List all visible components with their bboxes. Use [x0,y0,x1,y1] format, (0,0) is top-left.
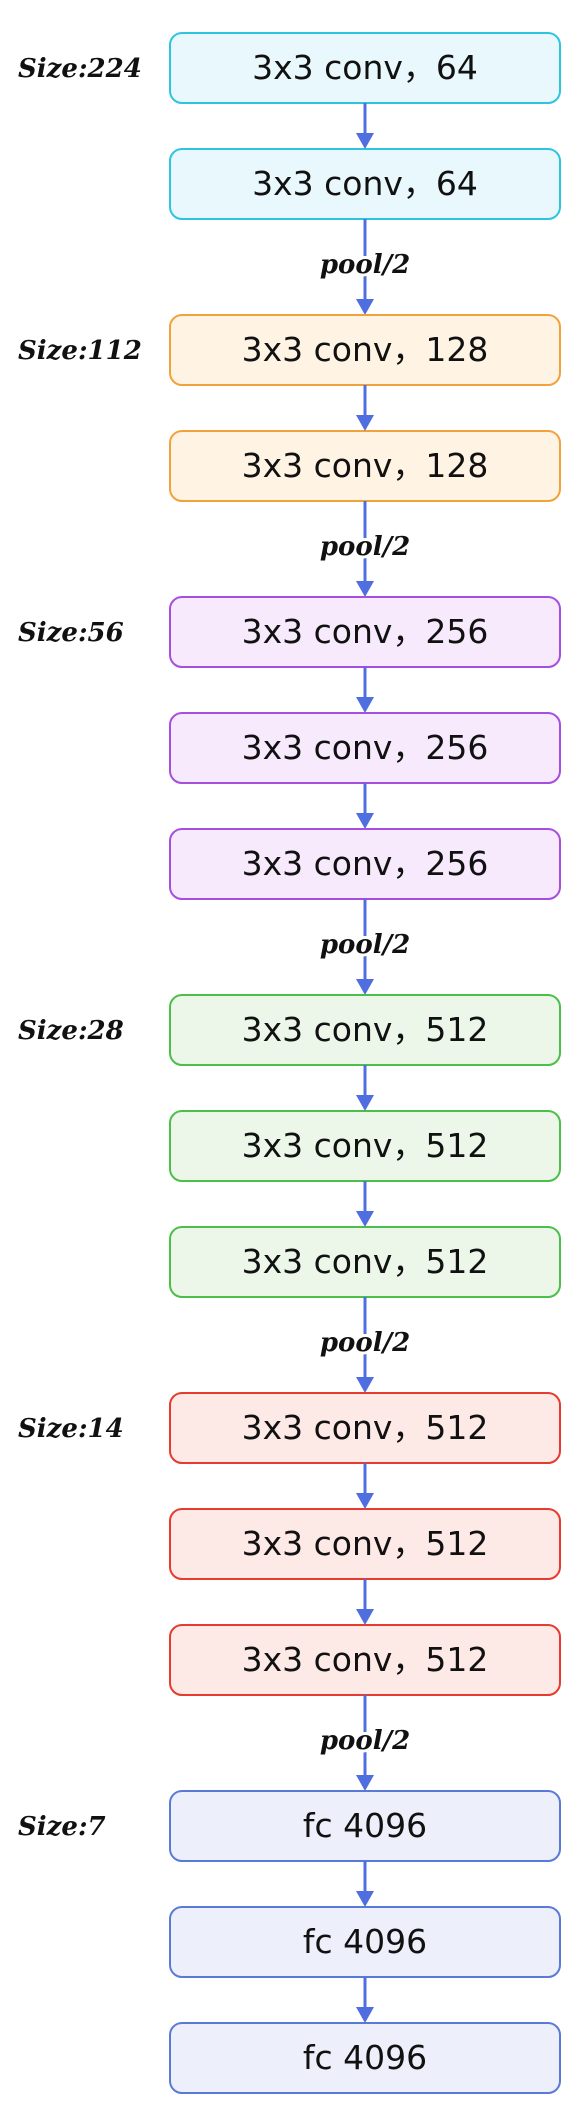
pool-label: pool/2 [320,930,410,960]
layer-label: 3x3 conv，64 [252,48,478,87]
size-label: Size:112 [18,336,142,366]
pool-arrow [356,1297,374,1393]
layer-label: 3x3 conv，512 [242,1408,489,1447]
layer-label: 3x3 conv，512 [242,1524,489,1563]
down-arrow [356,667,374,713]
pool-arrow [356,1695,374,1791]
size-label: Size:28 [18,1016,124,1046]
layer-label: fc 4096 [303,1806,427,1845]
layer-label: 3x3 conv，256 [242,728,489,767]
layer-box: 3x3 conv，512 [169,1226,561,1298]
layer-box: 3x3 conv，128 [169,314,561,386]
down-arrow [356,1065,374,1111]
down-arrow [356,1579,374,1625]
stage-group: Size:7 fc 4096 fc 4096 fc 4096 [18,1790,561,2094]
layer-box: fc 4096 [169,1906,561,1978]
layer-box: 3x3 conv，256 [169,828,561,900]
stage-group: Size:14 3x3 conv，512 3x3 conv，512 3x3 conv，… [18,1392,561,1696]
layer-box: 3x3 conv，512 [169,1392,561,1464]
layer-box: 3x3 conv，512 [169,1110,561,1182]
down-arrow [356,1977,374,2023]
layer-box: 3x3 conv，64 [169,148,561,220]
down-arrow [356,783,374,829]
layer-box: 3x3 conv，512 [169,1624,561,1696]
size-label: Size:56 [18,618,124,648]
layer-label: 3x3 conv，128 [242,446,489,485]
stage-group: Size:56 3x3 conv，256 3x3 conv，256 3x3 conv，… [18,596,561,900]
down-arrow [356,103,374,149]
stage-group: Size:224 3x3 conv，64 3x3 conv，64 [18,32,561,220]
stage-group: Size:28 3x3 conv，512 3x3 conv，512 3x3 conv，… [18,994,561,1298]
pool-label: pool/2 [320,532,410,562]
layer-box: 3x3 conv，256 [169,596,561,668]
layer-box: 3x3 conv，512 [169,1508,561,1580]
layer-box: fc 4096 [169,1790,561,1862]
layer-label: 3x3 conv，512 [242,1010,489,1049]
layer-label: 3x3 conv，512 [242,1640,489,1679]
pool-label: pool/2 [320,250,410,280]
pool-arrow [356,219,374,315]
layer-label: 3x3 conv，128 [242,330,489,369]
down-arrow [356,1861,374,1907]
layer-label: 3x3 conv，512 [242,1126,489,1165]
layer-box: 3x3 conv，256 [169,712,561,784]
layer-label: 3x3 conv，512 [242,1242,489,1281]
layer-box: 3x3 conv，64 [169,32,561,104]
layer-label: 3x3 conv，256 [242,844,489,883]
pool-label: pool/2 [320,1726,410,1756]
layer-label: fc 4096 [303,2038,427,2077]
layer-label: 3x3 conv，256 [242,612,489,651]
pool-arrow [356,899,374,995]
pool-arrow [356,501,374,597]
layer-label: 3x3 conv，64 [252,164,478,203]
layer-box: fc 4096 [169,2022,561,2094]
down-arrow [356,1181,374,1227]
layer-box: 3x3 conv，128 [169,430,561,502]
size-label: Size:14 [18,1414,124,1444]
down-arrow [356,1463,374,1509]
stage-group: Size:112 3x3 conv，128 3x3 conv，128 [18,314,561,502]
layer-box: 3x3 conv，512 [169,994,561,1066]
size-label: Size:7 [18,1812,106,1842]
pool-label: pool/2 [320,1328,410,1358]
layer-label: fc 4096 [303,1922,427,1961]
down-arrow [356,385,374,431]
size-label: Size:224 [18,54,142,84]
